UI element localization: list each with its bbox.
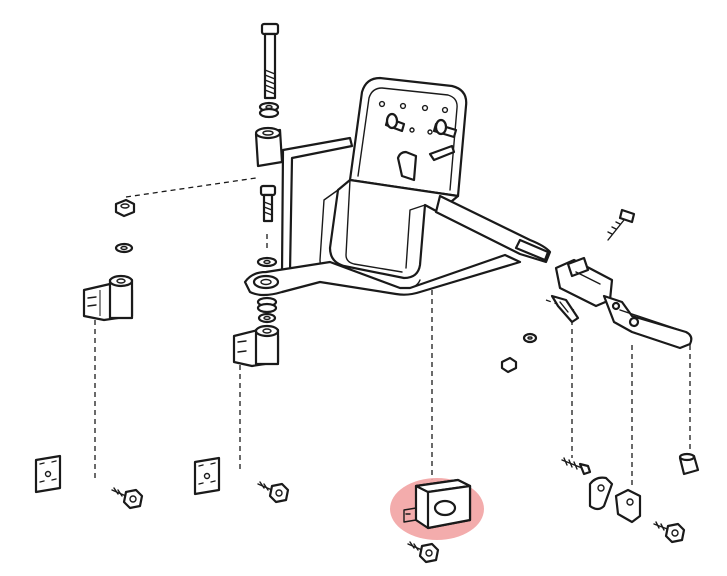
rubber-mount-block-highlighted[interactable] <box>390 478 484 540</box>
flange-nut <box>114 198 136 218</box>
seat-frame <box>243 76 552 297</box>
latch-spring <box>550 294 580 324</box>
rubber-bumper <box>678 452 700 476</box>
latch-housing <box>554 256 693 350</box>
assembly-guide-lines <box>94 177 691 488</box>
short-bolt <box>259 184 277 223</box>
floor-plate-mid <box>193 456 221 496</box>
upper-right-bolt <box>607 208 636 241</box>
screw-right-1 <box>561 457 592 476</box>
floor-plate-left <box>34 454 62 494</box>
screw-mid <box>257 481 290 504</box>
right-bracket-plate <box>588 476 614 511</box>
screw-left <box>111 487 144 510</box>
hinge-bracket-upper <box>82 274 134 322</box>
right-latch-bracket <box>614 488 642 524</box>
left-washers <box>114 242 278 324</box>
screw-bottom-center <box>407 541 440 564</box>
small-nuts-right <box>500 332 538 374</box>
long-bolt <box>260 22 280 100</box>
screw-right-2 <box>653 521 686 544</box>
hinge-bracket-lower <box>232 324 280 368</box>
center-washers <box>258 101 280 119</box>
